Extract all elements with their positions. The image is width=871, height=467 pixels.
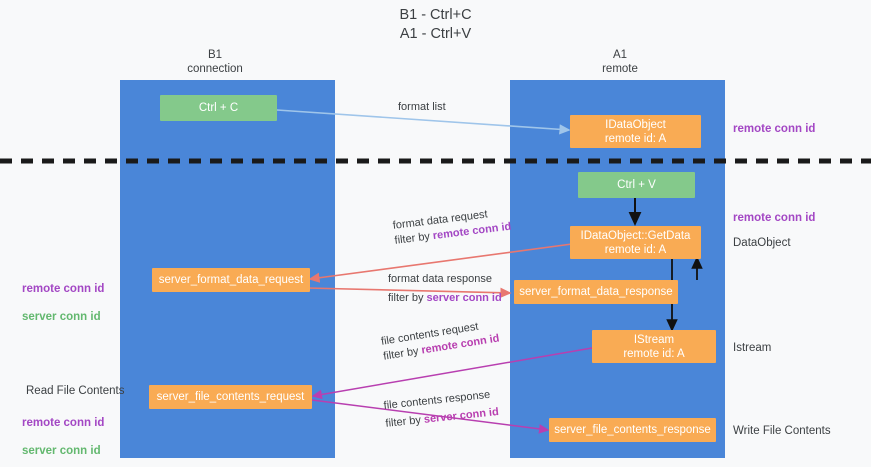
side-label-write-file-contents: Write File Contents	[733, 425, 831, 437]
node-idataobject[interactable]: IDataObject remote id: A	[570, 115, 701, 148]
node-server-file-contents-request[interactable]: server_file_contents_request	[149, 385, 312, 409]
node-server-format-data-response[interactable]: server_format_data_response	[514, 280, 678, 304]
side-label-left-bottom-remote: remote conn id	[22, 417, 105, 429]
node-server-format-data-request[interactable]: server_format_data_request	[152, 268, 310, 292]
edge-label-file-contents-response: file contents response filter by server …	[383, 387, 500, 432]
side-label-left-mid-conn-ids: remote conn id server conn id	[22, 268, 104, 338]
edge-label-format-data-response-filter: filter by server conn id	[388, 292, 502, 304]
edge-label-format-data-response: format data response filter by server co…	[388, 272, 502, 306]
column-header-b1: B1 connection	[187, 49, 243, 75]
side-label-left-bottom-conn-ids: remote conn id server conn id	[22, 402, 104, 467]
side-label-right-mid-conn: remote conn id	[733, 212, 816, 224]
node-ctrl-c[interactable]: Ctrl + C	[160, 95, 277, 121]
node-getdata[interactable]: IDataObject::GetData remote id: A	[570, 226, 701, 259]
side-label-left-mid-remote: remote conn id	[22, 283, 105, 295]
node-istream[interactable]: IStream remote id: A	[592, 330, 716, 363]
side-label-left-bottom-server: server conn id	[22, 445, 101, 457]
edge-label-format-data-response-text: format data response	[388, 273, 492, 285]
side-label-left-mid-server: server conn id	[22, 311, 101, 323]
node-server-file-contents-response[interactable]: server_file_contents_response	[549, 418, 716, 442]
column-header-a1: A1 remote	[602, 49, 638, 75]
side-label-istream: Istream	[733, 342, 772, 354]
edge-label-format-data-request: format data request filter by remote con…	[392, 205, 512, 249]
node-ctrl-v[interactable]: Ctrl + V	[578, 172, 695, 198]
diagram-title: B1 - Ctrl+C A1 - Ctrl+V	[399, 7, 472, 42]
edge-label-file-contents-request: file contents request filter by remote c…	[380, 317, 501, 365]
side-label-dataobject: DataObject	[733, 237, 791, 249]
side-label-read-file-contents: Read File Contents	[26, 385, 125, 397]
side-label-right-top-conn: remote conn id	[733, 123, 816, 135]
edge-label-format-list: format list	[398, 101, 446, 113]
